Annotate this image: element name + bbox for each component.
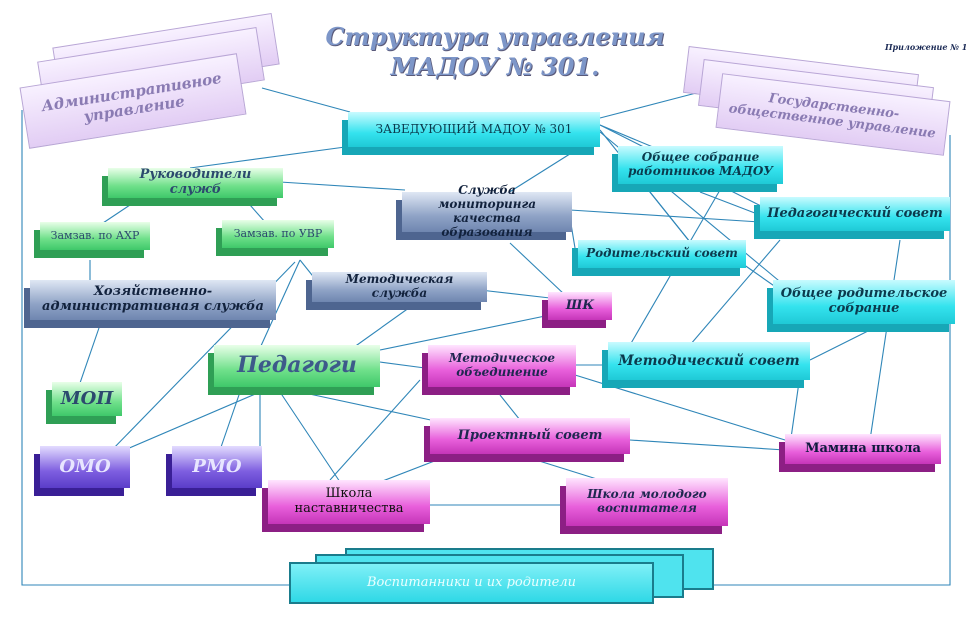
mop-box: МОП: [52, 382, 122, 416]
economic-admin-service-box: Хозяйственно-административная служба: [30, 280, 276, 320]
monitoring-service-box: Служба мониторинга качества образования: [402, 184, 572, 239]
admin-management-stack: Административное управление: [15, 12, 285, 150]
general-meeting-box: Общее собрание работников МАДОУ: [618, 146, 783, 184]
pedagogical-council-box: Педагогический совет: [760, 197, 950, 231]
head-box: ЗАВЕДУЮЩИЙ МАДОУ № 301: [348, 112, 600, 147]
general-parent-meeting-box: Общее родительское собрание: [773, 280, 955, 324]
moms-school-box: Мамина школа: [785, 434, 941, 464]
teachers-box: Педагоги: [214, 345, 380, 387]
title-line-2: МАДОУ № 301.: [390, 52, 600, 81]
methodical-association-box: Методическое объединение: [428, 345, 576, 387]
project-council-box: Проектный совет: [430, 418, 630, 454]
annex-label: Приложение № 1: [885, 42, 968, 52]
rmo-box: РМО: [172, 446, 262, 488]
methodical-council-box: Методический совет: [608, 342, 810, 380]
omo-box: ОМО: [40, 446, 130, 488]
mentoring-school-box: Школа наставничества: [268, 480, 430, 524]
pupils-parents-stack: Воспитанники и их родители: [285, 548, 715, 610]
pupils-parents-label: Воспитанники и их родители: [289, 562, 654, 604]
service-heads-box: Руководители служб: [108, 167, 283, 198]
methodical-service-box: Методическая служба: [312, 272, 487, 302]
deputy-uvr-box: Замзав. по УВР: [222, 220, 334, 248]
diagram-title: Структура управления МАДОУ № 301.: [300, 22, 690, 82]
shk-box: ШК: [548, 292, 612, 320]
deputy-ahr-box: Замзав. по АХР: [40, 222, 150, 250]
young-teacher-school-box: Школа молодого воспитателя: [566, 478, 728, 526]
title-line-1: Структура управления: [325, 22, 665, 51]
parent-council-box: Родительский совет: [578, 240, 746, 268]
